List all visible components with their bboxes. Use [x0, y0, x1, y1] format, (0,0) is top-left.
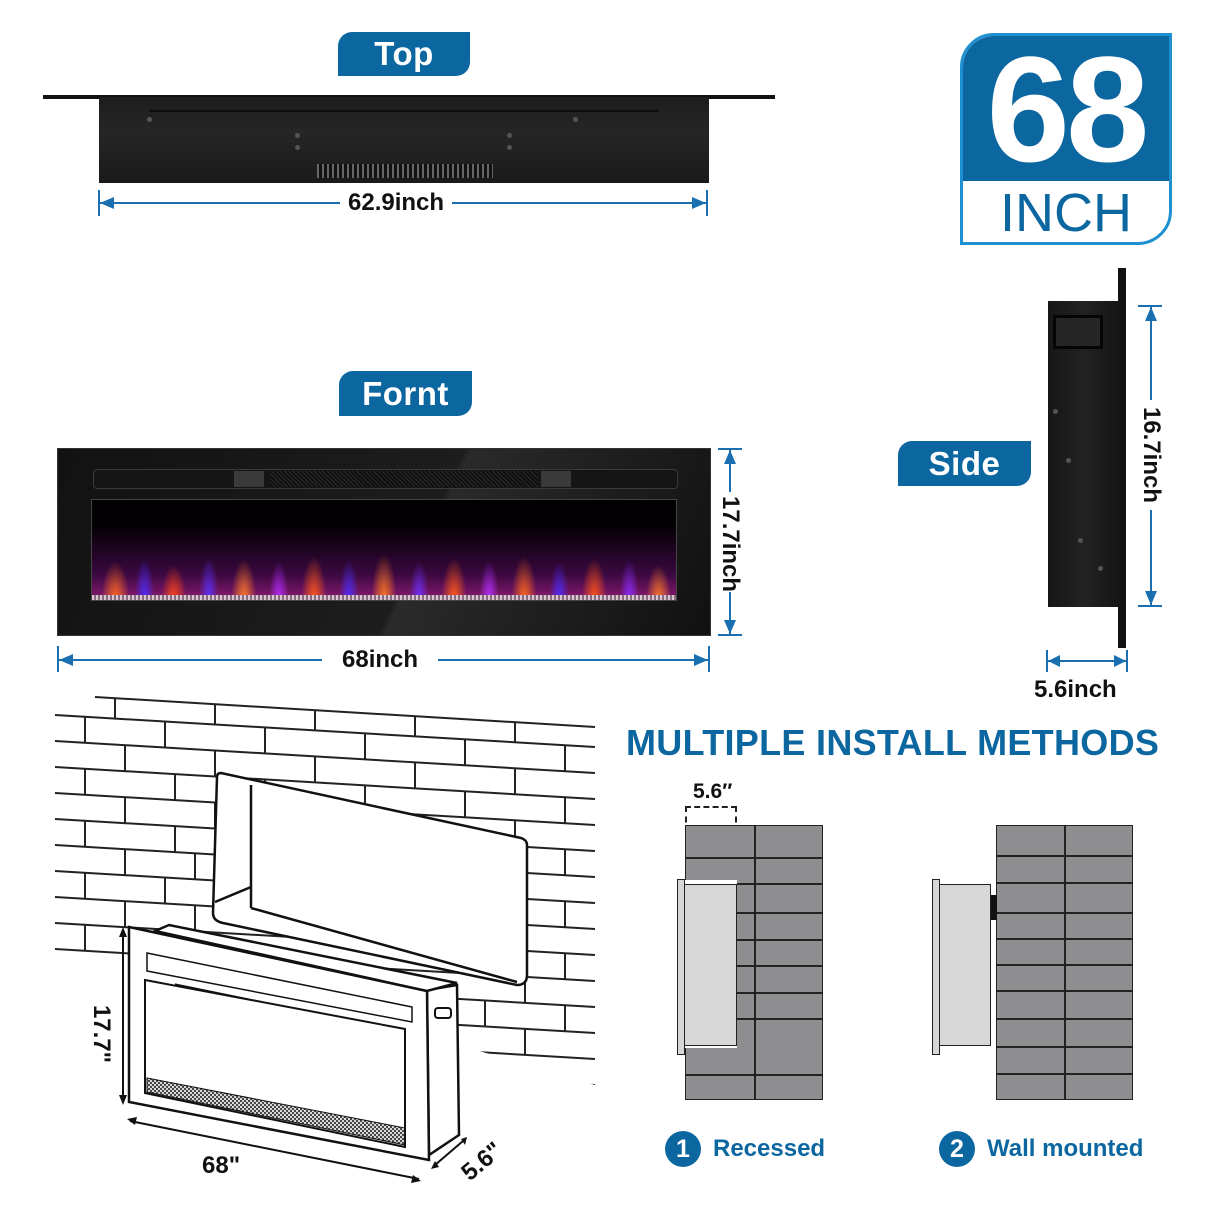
dimension-tick	[708, 646, 710, 672]
panel-block	[541, 471, 571, 487]
arrow-right-icon	[1114, 655, 1126, 667]
top-unit-ledge	[149, 110, 659, 112]
front-view-badge-label: Fornt	[362, 374, 449, 412]
flames	[92, 525, 676, 600]
top-unit-body	[99, 97, 709, 183]
flame-window	[91, 499, 677, 601]
arrow-right-icon	[694, 654, 708, 666]
recessed-depth-label: 5.6″	[693, 780, 733, 803]
screw-icon	[1098, 566, 1103, 571]
wall-bracket	[990, 895, 997, 920]
arrow-left-icon	[59, 654, 73, 666]
heater-grill	[270, 471, 538, 487]
screw-icon	[573, 117, 578, 122]
arrow-up-icon	[724, 450, 736, 464]
arrow-left-icon	[100, 197, 114, 209]
dimension-tick	[98, 190, 100, 216]
method-label: Wall mounted	[987, 1135, 1144, 1162]
panel-block	[234, 471, 264, 487]
side-height-label: 16.7inch	[1138, 400, 1165, 510]
top-view-badge-label: Top	[374, 35, 434, 72]
screw-icon	[295, 145, 300, 150]
size-badge-number: 68	[963, 36, 1169, 184]
front-height-label: 17.7inch	[717, 492, 744, 592]
recessed-unit	[679, 884, 737, 1046]
side-unit-body	[1048, 301, 1120, 607]
front-view-badge: Fornt	[339, 371, 472, 416]
front-view-image	[57, 448, 711, 636]
side-mounting-plate	[1118, 268, 1126, 648]
top-width-label: 62.9inch	[340, 191, 453, 215]
dimension-tick	[718, 448, 742, 450]
top-unit-vent	[317, 164, 493, 178]
screw-icon	[1053, 409, 1058, 414]
dimension-tick	[1126, 650, 1128, 672]
method-number-badge: 1	[665, 1131, 701, 1167]
arrow-right-icon	[692, 197, 706, 209]
size-badge-unit: INCH	[1000, 183, 1132, 243]
fireplace-unit-drawing	[127, 923, 461, 1162]
side-view-badge-label: Side	[928, 444, 1001, 482]
drawing-height-label: 17.7"	[88, 1004, 115, 1064]
size-badge: 68 INCH	[960, 33, 1172, 245]
side-view-badge: Side	[898, 441, 1031, 486]
screw-icon	[147, 117, 152, 122]
dimension-tick	[57, 646, 59, 672]
dimension-line	[1048, 660, 1126, 662]
method-wall-mounted: 2 Wall mounted	[939, 1131, 1143, 1167]
method-label: Recessed	[713, 1135, 826, 1162]
recessed-install-illustration	[55, 696, 595, 1183]
method-recessed: 1 Recessed	[665, 1131, 825, 1167]
arrow-up-icon	[1145, 307, 1157, 321]
install-methods-title: MULTIPLE INSTALL METHODS	[626, 722, 1160, 763]
wall-section	[996, 825, 1133, 1100]
arrow-down-icon	[1145, 591, 1157, 605]
side-depth-label: 5.6inch	[1034, 676, 1117, 703]
control-panel	[93, 469, 678, 489]
side-handle	[1053, 315, 1103, 349]
dimension-tick	[1046, 650, 1048, 672]
top-view-badge: Top	[338, 32, 470, 76]
drawing-width-label: 68"	[202, 1152, 241, 1179]
method-number-badge: 2	[939, 1131, 975, 1167]
screw-icon	[507, 133, 512, 138]
wall-recess-opening	[211, 771, 529, 987]
wall-mounted-unit	[938, 884, 991, 1046]
drawing-dimension-arrows	[119, 927, 467, 1183]
screw-icon	[1078, 538, 1083, 543]
arrow-left-icon	[1048, 655, 1060, 667]
front-width-label: 68inch	[322, 648, 439, 672]
dimension-tick	[706, 190, 708, 216]
screw-icon	[1066, 458, 1071, 463]
dimension-tick	[718, 634, 742, 636]
dimension-tick	[1138, 305, 1162, 307]
arrow-down-icon	[724, 620, 736, 634]
wall-mounted-unit-flange	[932, 879, 940, 1055]
screw-icon	[295, 133, 300, 138]
dimension-tick	[1138, 605, 1162, 607]
crystal-bed	[92, 595, 676, 600]
recessed-unit-flange	[677, 879, 685, 1055]
screw-icon	[507, 145, 512, 150]
